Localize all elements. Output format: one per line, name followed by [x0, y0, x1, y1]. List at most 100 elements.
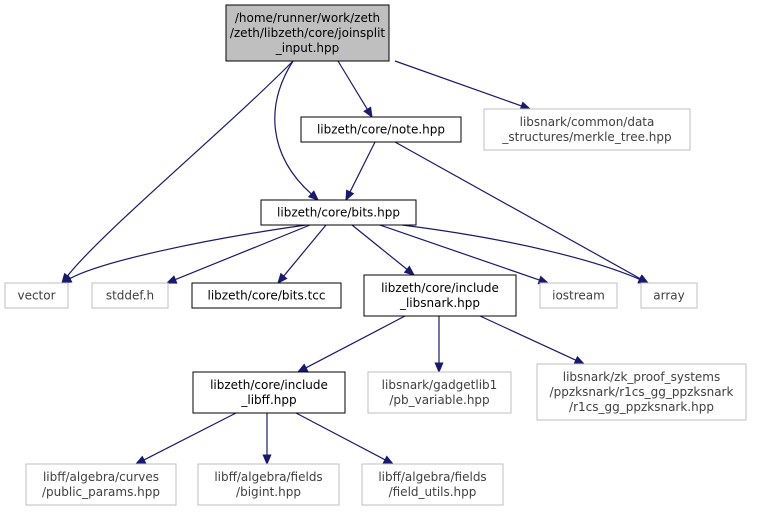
arrowhead: [262, 454, 272, 466]
node-label: libff/algebra/fields: [378, 470, 486, 484]
node-iostream[interactable]: iostream: [539, 282, 618, 309]
node-bigint[interactable]: libff/algebra/fields/bigint.hpp: [197, 463, 340, 506]
node-box: [25, 463, 177, 506]
node-include-libsnark[interactable]: libzeth/core/include_libsnark.hpp: [363, 274, 517, 317]
arrowhead: [382, 455, 395, 465]
node-label: libzeth/core/bits.hpp: [277, 206, 400, 220]
node-vector[interactable]: vector: [4, 282, 69, 309]
arrowhead: [60, 274, 73, 284]
node-label: iostream: [552, 289, 605, 303]
node-box: [300, 116, 462, 143]
edge-include_libsnark-to-pb_variable: [434, 316, 444, 374]
arrowhead: [307, 190, 319, 201]
node-merkle-tree[interactable]: libsnark/common/data_structures/merkle_t…: [483, 108, 691, 151]
arrowhead: [345, 189, 355, 202]
edge-line: [401, 224, 640, 280]
node-label: libff/algebra/fields: [214, 470, 322, 484]
node-label: libsnark/gadgetlib1: [382, 378, 498, 392]
node-label: /public_params.hpp: [42, 485, 160, 499]
arrowhead: [519, 101, 532, 111]
node-bits-tcc[interactable]: libzeth/core/bits.tcc: [191, 282, 342, 309]
edge-line: [349, 141, 376, 193]
node-box: [225, 4, 390, 62]
node-box: [197, 463, 340, 506]
edge-include_libsnark-to-r1cs_gg_ppzksnark: [479, 315, 586, 365]
edge-line: [351, 224, 408, 270]
node-label: _libff.hpp: [240, 393, 296, 407]
node-label: /ppzksnark/r1cs_gg_ppzksnark: [550, 385, 734, 399]
node-box: [539, 282, 618, 309]
node-box: [483, 108, 691, 151]
edge-line: [394, 141, 641, 280]
edge-line: [283, 224, 327, 277]
edge-line: [143, 412, 237, 461]
edge-line: [394, 60, 522, 107]
edge-line: [305, 315, 406, 369]
node-box: [536, 363, 747, 421]
node-label: /field_utils.hpp: [389, 485, 477, 499]
edge-line: [69, 224, 307, 280]
node-note[interactable]: libzeth/core/note.hpp: [300, 116, 462, 143]
edge-line: [337, 60, 368, 110]
nodes-layer: /home/runner/work/zeth/zeth/libzeth/core…: [4, 4, 747, 506]
node-bits-hpp[interactable]: libzeth/core/bits.hpp: [260, 199, 417, 226]
node-label: _structures/merkle_tree.hpp: [501, 130, 671, 144]
edges-layer: [60, 60, 650, 466]
edge-joinsplit_input-to-vector: [61, 60, 294, 285]
node-r1cs-gg-ppzksnark[interactable]: libsnark/zk_proof_systems/ppzksnark/r1cs…: [536, 363, 747, 421]
edge-bits_hpp-to-bits_tcc: [277, 224, 327, 284]
arrowhead: [277, 272, 288, 284]
node-box: [260, 199, 417, 226]
node-box: [361, 463, 504, 506]
node-box: [192, 371, 346, 414]
node-box: [191, 282, 342, 309]
node-stddef[interactable]: stddef.h: [91, 282, 169, 309]
edge-line: [479, 315, 577, 361]
edge-note-to-array: [394, 141, 650, 284]
edge-include_libsnark-to-include_libff: [296, 315, 406, 373]
node-label: /zeth/libzeth/core/joinsplit: [230, 26, 386, 40]
node-label: libzeth/core/note.hpp: [317, 123, 445, 137]
node-include-libff[interactable]: libzeth/core/include_libff.hpp: [192, 371, 346, 414]
edge-note-to-bits_hpp: [345, 141, 376, 202]
edge-line: [274, 60, 312, 195]
node-label: libzeth/core/bits.tcc: [208, 289, 326, 303]
edge-bits_hpp-to-include_libsnark: [351, 224, 416, 276]
node-box: [367, 371, 512, 414]
arrowhead: [573, 355, 586, 365]
node-public-params[interactable]: libff/algebra/curves/public_params.hpp: [25, 463, 177, 506]
node-label: /bigint.hpp: [236, 485, 301, 499]
node-label: /home/runner/work/zeth: [235, 11, 380, 25]
node-label: libzeth/core/include: [210, 378, 328, 392]
edge-include_libff-to-field_utils: [295, 412, 395, 465]
edge-line: [295, 412, 386, 461]
node-label: libzeth/core/include: [381, 281, 499, 295]
node-label: vector: [17, 289, 55, 303]
node-pb-variable[interactable]: libsnark/gadgetlib1/pb_variable.hpp: [367, 371, 512, 414]
node-box: [363, 274, 517, 317]
edge-include_libff-to-bigint: [262, 413, 272, 466]
node-label: array: [653, 289, 684, 303]
node-label: libsnark/common/data: [520, 115, 655, 129]
edge-line: [379, 224, 540, 281]
edge-joinsplit_input-to-merkle_tree: [394, 60, 532, 111]
edge-line: [67, 60, 294, 277]
arrowhead: [134, 455, 147, 465]
node-joinsplit-input[interactable]: /home/runner/work/zeth/zeth/libzeth/core…: [225, 4, 390, 62]
edge-joinsplit_input-to-bits_hpp: [274, 60, 319, 201]
arrowhead: [434, 362, 444, 374]
node-label: _libsnark.hpp: [399, 296, 480, 310]
edge-include_libff-to-public_params: [134, 412, 237, 465]
arrowhead: [403, 265, 416, 276]
node-box: [4, 282, 69, 309]
node-field-utils[interactable]: libff/algebra/fields/field_utils.hpp: [361, 463, 504, 506]
arrowhead: [363, 106, 373, 119]
edge-bits_hpp-to-stddef: [165, 224, 311, 284]
node-label: /pb_variable.hpp: [389, 393, 489, 407]
node-array[interactable]: array: [640, 282, 698, 309]
arrowhead: [165, 275, 178, 284]
edge-joinsplit_input-to-note: [337, 60, 373, 119]
arrowhead: [296, 363, 309, 373]
node-label: stddef.h: [106, 289, 154, 303]
node-box: [640, 282, 698, 309]
